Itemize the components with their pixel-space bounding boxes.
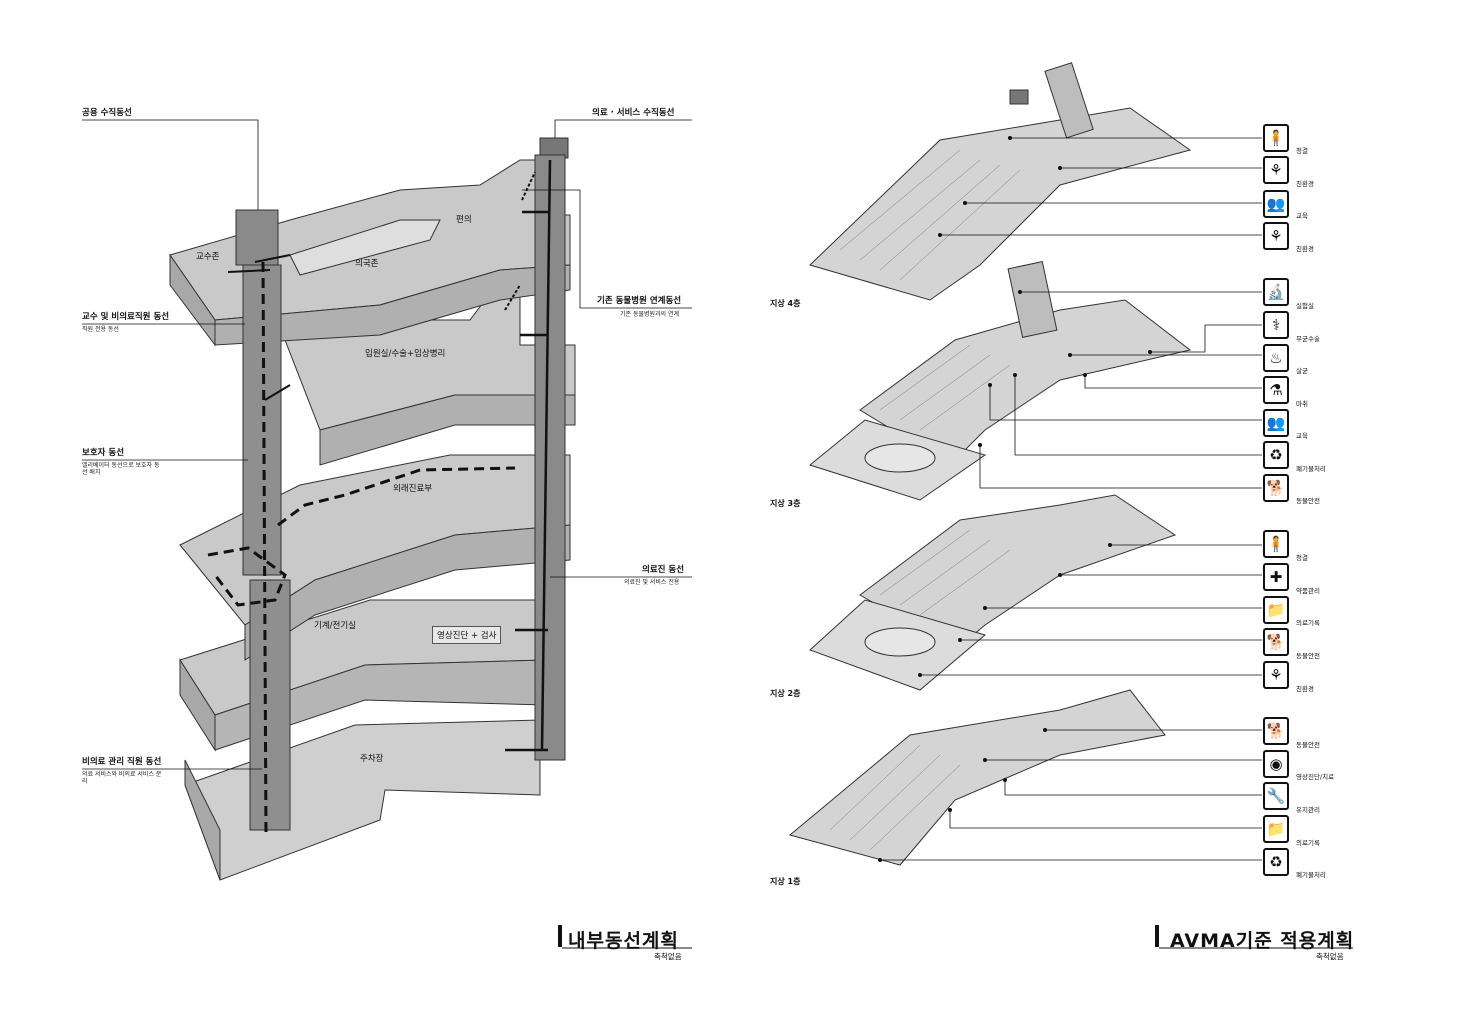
callout-medical-staff-sub: 의료진 및 서비스 전용 [624, 579, 680, 586]
callout-nonmedical: 비의료 관리 직원 동선 [82, 757, 162, 767]
imaging-icon: ◉ [1263, 750, 1289, 778]
icon-label: 교육 [1296, 212, 1308, 220]
callout-medical-staff: 의료진 동선 [642, 565, 685, 575]
icon-label: 영상진단/치료 [1296, 773, 1335, 781]
zone-faculty: 교수존 [196, 252, 220, 262]
callout-existing-link: 기존 동물병원 연계동선 [597, 296, 682, 306]
icon-label: 친환경 [1296, 245, 1314, 253]
slab-parking [184, 719, 541, 881]
icon-label: 약품관리 [1296, 587, 1320, 595]
surgery-icon: ⚕ [1263, 311, 1289, 339]
zone-outpatient: 외래진료부 [393, 484, 433, 494]
zone-parking: 주차장 [360, 754, 384, 764]
plant-icon: ⚘ [1263, 661, 1289, 689]
icon-label: 교육 [1296, 432, 1308, 440]
icon-label: 실험실 [1296, 302, 1314, 310]
callout-medical-vertical: 의료 · 서비스 수직동선 [592, 108, 675, 118]
icon-label: 동물안전 [1296, 741, 1320, 749]
callout-guardian: 보호자 동선 [82, 448, 125, 458]
animal-icon: 🐕 [1263, 628, 1289, 656]
zone-mechanical: 기계/전기실 [314, 621, 356, 631]
records-icon: 📁 [1263, 815, 1289, 843]
callout-common-vertical: 공용 수직동선 [82, 108, 132, 118]
icon-label: 동물안전 [1296, 652, 1320, 660]
anesthesia-icon: ⚗ [1263, 376, 1289, 404]
icon-label: 의료기록 [1296, 839, 1320, 847]
plant-icon: ⚘ [1263, 222, 1289, 250]
zone-imaging: 영상진단 + 검사 [432, 626, 502, 644]
plant-icon: ⚘ [1263, 156, 1289, 184]
person-icon: 🧍 [1263, 124, 1289, 152]
right-scale: 축척없음 [1316, 952, 1344, 961]
zone-ward: 입원실/수술+임상병리 [365, 349, 446, 359]
icon-label: 유지관리 [1296, 806, 1320, 814]
icon-label: 폐기물처리 [1296, 465, 1326, 473]
icon-label: 의료기록 [1296, 619, 1320, 627]
callout-faculty-staff: 교수 및 비의료직원 동선 [82, 312, 170, 322]
left-title: 내부동선계획 [568, 930, 679, 952]
waste-icon: ♻ [1263, 848, 1289, 876]
zone-research: 의국존 [355, 259, 379, 269]
records-icon: 📁 [1263, 596, 1289, 624]
floor-3-label: 지상 3층 [770, 499, 801, 508]
icon-label: 친환경 [1296, 180, 1314, 188]
microscope-icon: 🔬 [1263, 278, 1289, 306]
lecture-icon: 👥 [1263, 409, 1289, 437]
icon-label: 폐기물처리 [1296, 871, 1326, 879]
icon-label: 살균 [1296, 367, 1308, 375]
lecture-icon: 👥 [1263, 190, 1289, 218]
left-scale: 축척없음 [654, 952, 682, 961]
floor-2-label: 지상 2층 [770, 689, 801, 698]
waste-icon: ♻ [1263, 441, 1289, 469]
floor-1-label: 지상 1층 [770, 877, 801, 886]
icon-label: 무균수술 [1296, 335, 1320, 343]
wrench-icon: 🔧 [1263, 782, 1289, 810]
zone-convenience: 편의 [456, 215, 472, 225]
icon-label: 청결 [1296, 554, 1308, 562]
icon-label: 동물안전 [1296, 497, 1320, 505]
drug-icon: ✚ [1263, 563, 1289, 591]
floor-4-label: 지상 4층 [770, 299, 801, 308]
icon-label: 청결 [1296, 147, 1308, 155]
callout-faculty-staff-sub: 직원 전용 동선 [82, 326, 119, 333]
callout-existing-link-sub: 기존 동물병원과의 연계 [620, 311, 680, 318]
person-icon: 🧍 [1263, 530, 1289, 558]
icon-label: 마취 [1296, 400, 1308, 408]
callout-guardian-sub: 엘리베이터 동선으로 보호자 동선 배치 [82, 462, 160, 476]
animal-icon: 🐕 [1263, 717, 1289, 745]
callout-nonmedical-sub: 의료 서비스와 비의료 서비스 분리 [82, 771, 162, 785]
icon-label: 친환경 [1296, 685, 1314, 693]
sterilize-icon: ♨ [1263, 344, 1289, 372]
plan-4f [809, 107, 1192, 301]
animal-icon: 🐕 [1263, 474, 1289, 502]
common-core [235, 209, 279, 266]
plan-1f [788, 689, 1166, 866]
right-title: AVMA기준 적용계획 [1170, 930, 1355, 952]
